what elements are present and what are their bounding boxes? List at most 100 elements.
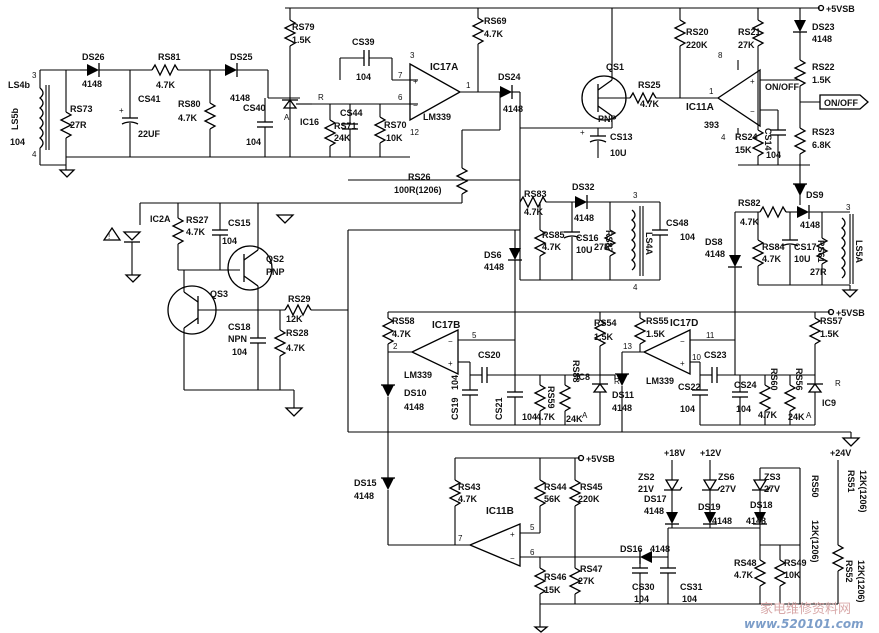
network-rs50-rs51-rs52: RS50 12K(1206) RS51 12K(1206) RS52 12K(1… xyxy=(799,470,868,605)
rs24-value: 15K xyxy=(735,145,752,155)
rs44-value: 56K xyxy=(544,494,561,504)
rs83-value: 4.7K xyxy=(524,207,544,217)
ds16-label: DS16 xyxy=(620,544,643,554)
rs80-label: RS80 xyxy=(178,99,201,109)
ds24-label: DS24 xyxy=(498,72,521,82)
pin-label: 5 xyxy=(530,523,535,532)
network-ds23-rs22-rs23: DS23 4148 RS22 1.5K RS23 6.8K ON/OFF ON/… xyxy=(765,8,869,165)
lm339-b-label: LM339 xyxy=(404,370,432,380)
zener-chain-12v: +12V ZS6 27V DS19 4148 xyxy=(698,448,736,528)
resistor-rs81: RS81 4.7K xyxy=(151,52,225,90)
rs51-label: RS51 xyxy=(846,470,856,493)
rs70-label: RS70 xyxy=(384,120,407,130)
pin-label: 4 xyxy=(633,283,638,292)
ds25-label: DS25 xyxy=(230,52,253,62)
ic9-label: IC9 xyxy=(822,398,836,408)
zener-chain-24v: +24V ZS3 27V DS18 4148 xyxy=(746,448,851,545)
rs58-label: RS58 xyxy=(392,316,415,326)
pin-label: 3 xyxy=(32,71,37,80)
resistor-rs80: RS80 4.7K xyxy=(178,70,217,157)
rs20-value: 220K xyxy=(686,40,708,50)
cs17-label: CS17 xyxy=(794,242,817,252)
comparator-ic17d: − + IC17D LM339 13 11 10 xyxy=(621,318,735,386)
cs14-label: CS14 xyxy=(763,128,773,151)
ic17d-label: IC17D xyxy=(670,318,698,329)
ds9-label: DS9 xyxy=(806,190,824,200)
rs54-label: RS54 xyxy=(594,318,617,328)
rs79-value: 1.5K xyxy=(292,35,312,45)
rs61-label: RS61 xyxy=(816,240,826,263)
rs84-label: RS84 xyxy=(762,242,785,252)
ic11b-label: IC11B xyxy=(486,506,514,517)
rail-right-mid-label: +5VSB xyxy=(836,308,865,318)
rs52-label: RS52 xyxy=(844,560,854,583)
pin-label: 3 xyxy=(410,51,415,60)
rs26-label: RS26 xyxy=(408,172,431,182)
comparator-ic11a: + − IC11A 393 8 4 1 xyxy=(686,51,778,142)
ds19-value: 4148 xyxy=(712,516,732,526)
zs3-label: ZS3 xyxy=(764,472,781,482)
ic11b-plus: + xyxy=(510,530,515,539)
diode-ds26: DS26 4148 xyxy=(80,52,152,89)
ds11-label: DS11 xyxy=(612,390,634,400)
rs56-label: RS56 xyxy=(794,368,804,391)
rs55-value: 1.5K xyxy=(646,329,666,339)
pin-label: 6 xyxy=(398,93,403,102)
rs58-value: 4.7K xyxy=(392,329,412,339)
qs2-type: PNP xyxy=(266,267,285,277)
capacitor-cs40: CS40 104 xyxy=(243,98,273,157)
diode-ds16: DS16 4148 xyxy=(620,528,670,564)
cs13-value: 10U xyxy=(610,148,627,158)
qs3-label: QS3 xyxy=(210,289,228,299)
cs15-value: 104 xyxy=(222,236,237,246)
rs27-label: RS27 xyxy=(186,215,209,225)
diode-ds6: DS6 4148 xyxy=(484,230,522,375)
ls4a-label: LS4A xyxy=(644,232,654,256)
pin-label: 1 xyxy=(466,81,471,90)
rs85-value: 4.7K xyxy=(542,242,562,252)
onoff-top-label: ON/OFF xyxy=(765,82,799,92)
rs46-label: RS46 xyxy=(544,572,567,582)
rs50-value: 12K(1206) xyxy=(810,520,820,563)
rail-bottom-label: +5VSB xyxy=(586,454,615,464)
pin-label: 7 xyxy=(398,71,403,80)
pin-label: 2 xyxy=(393,342,398,351)
cs13-plus: + xyxy=(580,128,585,137)
interconnect-wires: +5VSB xyxy=(347,179,865,438)
ds8-value: 4148 xyxy=(705,249,725,259)
rs88-value: 24K xyxy=(566,414,583,424)
rs21-value: 27K xyxy=(738,40,755,50)
diode-ds25: DS25 4148 xyxy=(225,52,269,103)
top-rail-label: +5VSB xyxy=(826,4,855,14)
ds10-label: DS10 xyxy=(404,388,427,398)
top-supply-rail: +5VSB xyxy=(285,4,855,14)
ic11a-label: IC11A xyxy=(686,102,714,113)
ic17a-minus: − xyxy=(413,101,418,110)
ds23-value: 4148 xyxy=(812,34,832,44)
comparator-ic17a: + − IC17A LM339 7 6 1 3 12 xyxy=(398,51,500,137)
pin-label: 3 xyxy=(846,203,851,212)
ic17a-label: IC17A xyxy=(430,62,458,73)
capacitor-cs39: CS39 104 xyxy=(339,37,410,82)
watermark: 家电维修资料网 www.520101.com xyxy=(744,601,864,631)
ds18-label: DS18 xyxy=(750,500,773,510)
zs6-value: 27V xyxy=(720,484,736,494)
qs1-label: QS1 xyxy=(606,62,624,72)
rs29-label: RS29 xyxy=(288,294,311,304)
rs85-label: RS85 xyxy=(542,230,565,240)
cs15-label: CS15 xyxy=(228,218,251,228)
cs19-value: 104 xyxy=(450,375,460,390)
pin-label: 4 xyxy=(721,133,726,142)
ds23-label: DS23 xyxy=(812,22,835,32)
cs41-plus: + xyxy=(119,106,124,115)
cs40-value: 104 xyxy=(246,137,261,147)
rs47-label: RS47 xyxy=(580,564,603,574)
bottom-rail: +5VSB xyxy=(455,454,615,464)
cs21-label: CS21 xyxy=(494,397,504,420)
capacitor-cs13: + CS13 10U xyxy=(580,128,633,158)
rs59-label: RS59 xyxy=(546,386,556,409)
cs44-label: CS44 xyxy=(340,108,363,118)
rs43-value: 4.7K xyxy=(458,494,478,504)
rs52-value: 12K(1206) xyxy=(856,560,866,603)
ds26-value: 4148 xyxy=(82,79,102,89)
